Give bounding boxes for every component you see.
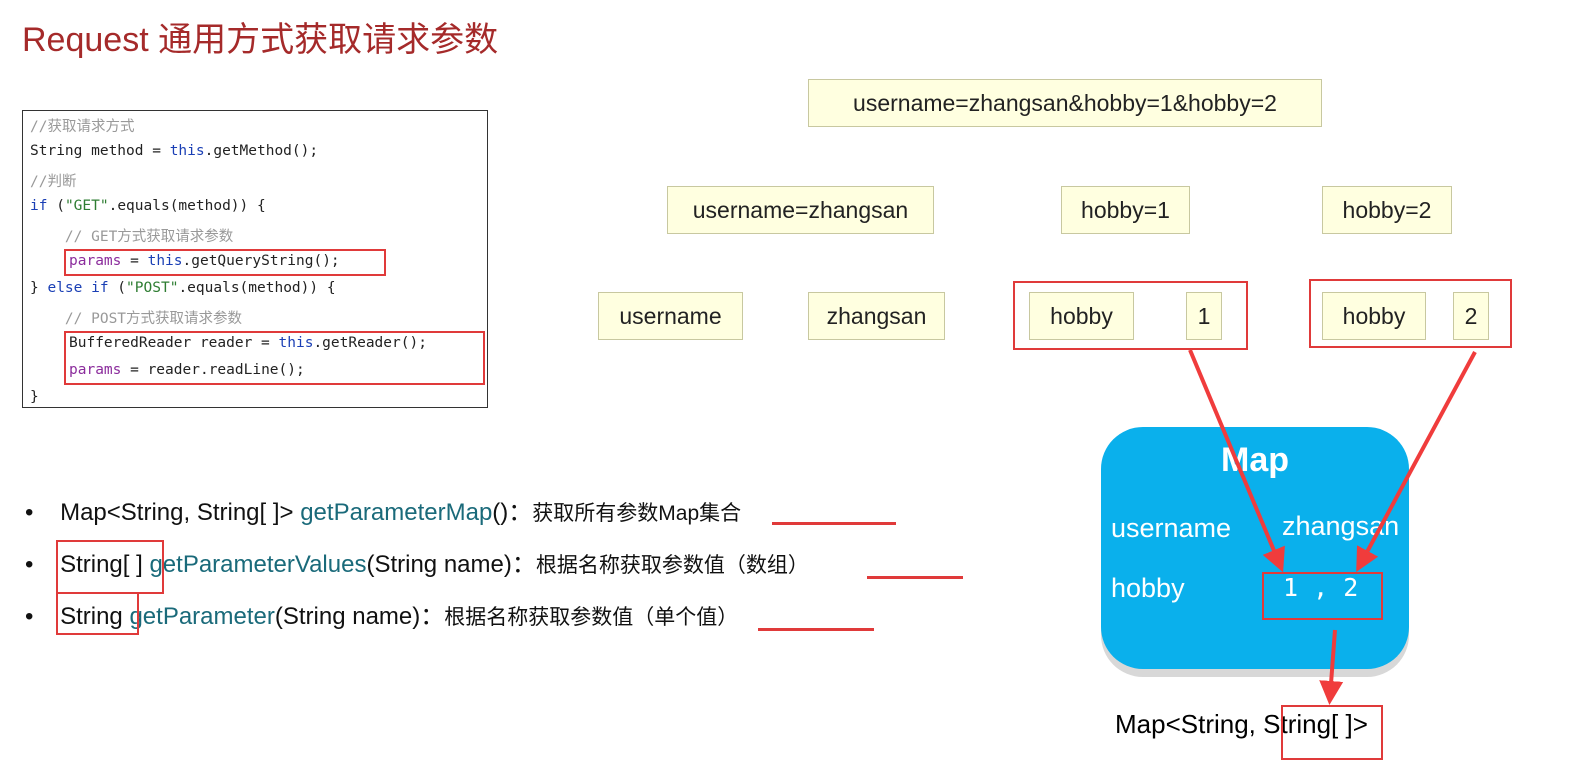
bullet-item: • Map<String, String[ ]> getParameterMap… [25,499,742,526]
query-string-box: username=zhangsan&hobby=1&hobby=2 [808,79,1322,127]
highlight-box [1309,279,1512,348]
code-comment: //获取请求方式 [30,119,135,135]
map-key: username [1111,513,1232,543]
highlight-box [1281,705,1383,760]
pair-box: hobby=1 [1061,186,1190,234]
code-snippet: //获取请求方式 String method = this.getMethod(… [22,110,488,408]
pair-box: username=zhangsan [667,186,934,234]
bullet-item: • String getParameter(String name)：根据名称获… [25,603,739,630]
arrow-icon [1188,349,1285,573]
pair-box: hobby=2 [1322,186,1452,234]
code-line: } [30,389,39,405]
underline [867,576,963,579]
arrow-icon [1319,629,1344,705]
map-key: hobby [1111,573,1185,603]
page-title: Request 通用方式获取请求参数 [22,21,499,59]
map-value: 1 , 2 [1283,573,1359,602]
code-line: BufferedReader reader = this.getReader()… [69,335,427,351]
highlight-box [56,592,139,635]
underline [758,628,874,631]
code-comment: //判断 [30,174,77,190]
arrow-icon [1356,351,1477,573]
key-box: hobby [1029,292,1134,340]
code-comment: // POST方式获取请求参数 [30,311,243,327]
highlight-box [56,540,164,594]
value-box: zhangsan [808,292,945,340]
code-line: if ("GET".equals(method)) { [30,198,266,214]
code-comment: // GET方式获取请求参数 [30,229,234,245]
highlight-box [1013,281,1248,350]
highlight-box [1262,572,1383,620]
key-box: username [598,292,743,340]
value-box: 1 [1186,292,1222,340]
code-line: params = reader.readLine(); [69,362,305,378]
highlight-box [64,249,386,276]
bullet-item: • String[ ] getParameterValues(String na… [25,551,809,578]
code-line: } else if ("POST".equals(method)) { [30,280,336,296]
highlight-box [64,331,485,385]
code-line: params = this.getQueryString(); [69,253,340,269]
code-line: String method = this.getMethod(); [30,143,319,159]
value-box: 2 [1453,292,1489,340]
key-box: hobby [1322,292,1426,340]
result-type: Map<String, String[ ]> [1115,709,1368,739]
underline [772,522,896,525]
